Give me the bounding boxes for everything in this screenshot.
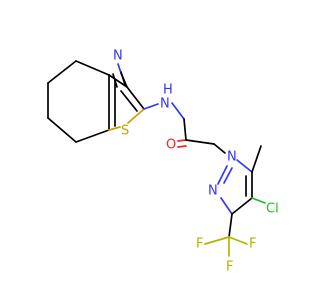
fluoro-2-label: F [249,237,256,252]
nitrile-n-label: N [113,49,123,64]
bond-layer [47,60,266,257]
thiophene-s-label: S [121,124,129,139]
fluoro-3-label: F [226,260,233,275]
chloro-label: Cl [266,202,279,217]
atom-label-layer: N N H S O N N Cl F F F [113,49,279,275]
fluoro-1-label: F [196,237,203,252]
amide-n-label: N [160,97,170,112]
carbonyl-o-label: O [166,138,176,153]
amide-h-label: H [163,83,173,98]
molecule-diagram: N N H S O N N Cl F F F [47,49,279,275]
pyrazole-n2-label: N [208,184,218,199]
pyrazole-n1-label: N [227,150,237,165]
